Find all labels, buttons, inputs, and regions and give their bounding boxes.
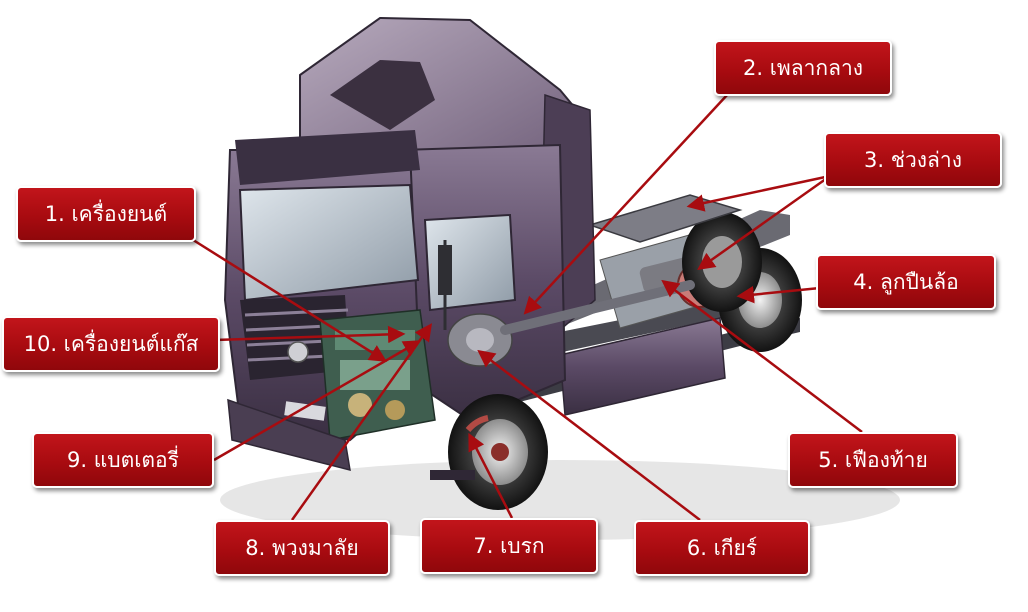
gearbox (447, 313, 513, 367)
label-gas-engine: 10. เครื่องยนต์แก๊ส (2, 316, 220, 372)
cab-step (430, 470, 475, 480)
engine-cutaway (319, 309, 436, 441)
label-gearbox: 6. เกียร์ (634, 520, 810, 576)
label-differential: 5. เฟืองท้าย (788, 432, 958, 488)
label-chassis: 3. ช่วงล่าง (824, 132, 1002, 188)
side-mirror (438, 240, 452, 330)
label-battery: 9. แบตเตอรี่ (32, 432, 214, 488)
label-engine: 1. เครื่องยนต์ (16, 186, 196, 242)
label-wheel-bearing: 4. ลูกปืนล้อ (816, 254, 996, 310)
label-propeller-shaft: 2. เพลากลาง (714, 40, 892, 96)
label-steering-wheel: 8. พวงมาลัย (214, 520, 390, 576)
label-brake: 7. เบรก (420, 518, 598, 574)
windshield (238, 183, 420, 302)
front-wheel (448, 394, 548, 510)
